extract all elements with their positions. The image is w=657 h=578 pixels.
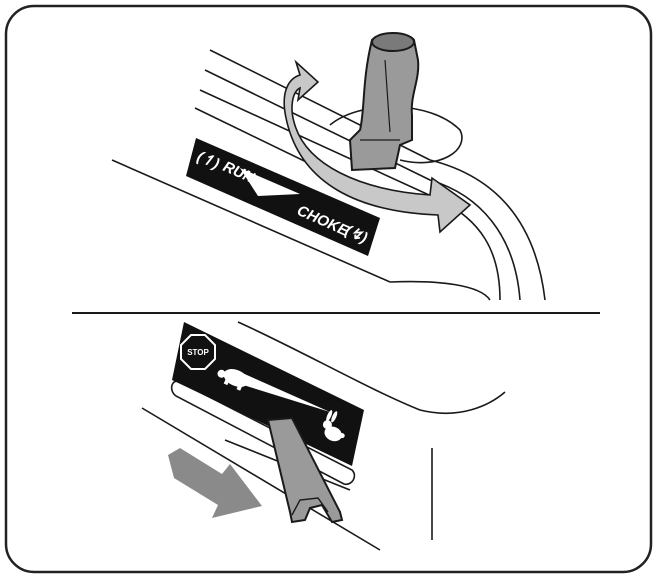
- stop-label: STOP: [187, 348, 209, 357]
- stop-sign-icon: STOP: [181, 335, 215, 369]
- frame: [6, 6, 651, 572]
